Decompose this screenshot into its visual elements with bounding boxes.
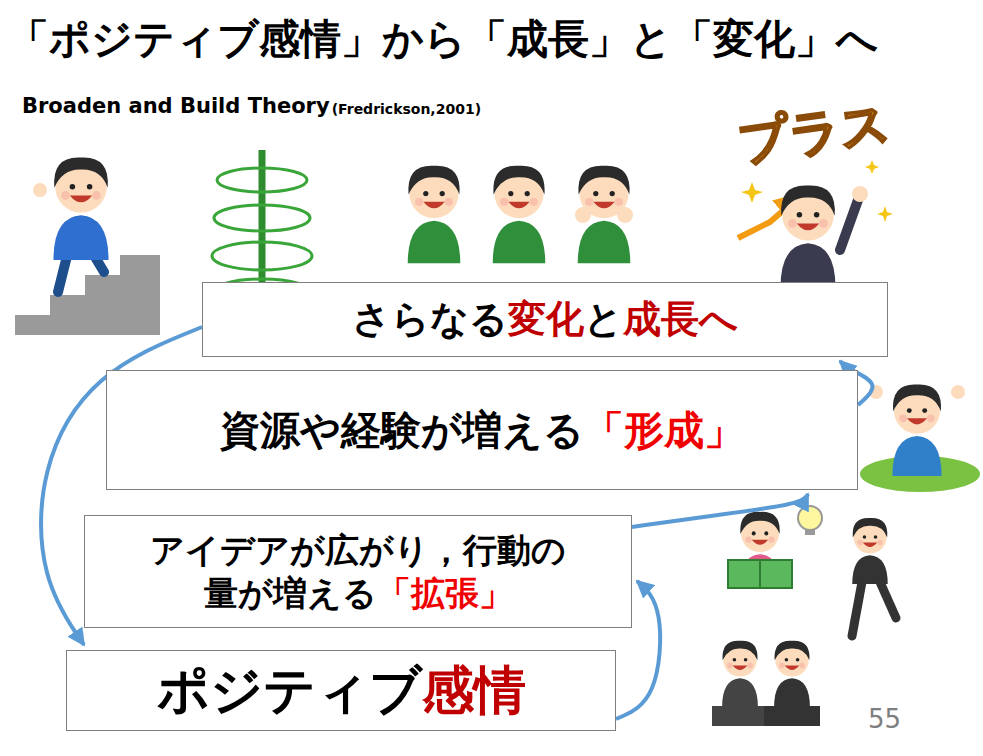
reading-woman <box>728 506 822 588</box>
jumping-boy <box>860 384 980 492</box>
box-text-part: ポジティブ <box>157 660 422 720</box>
box-text-part: 「形成」 <box>584 407 744 453</box>
box-text-part: 資源や経験が増える <box>220 407 584 453</box>
box-text: 資源や経験が増える「形成」 <box>220 405 744 455</box>
emotion-box: ポジティブ感情 <box>66 650 616 731</box>
box-text-part: さらなる <box>352 297 508 341</box>
subtitle: Broaden and Build Theory <box>22 94 330 118</box>
box-text-part: 「拡張」 <box>377 573 513 613</box>
box-text: アイデアが広がり，行動の量が増える「拡張」 <box>149 529 567 614</box>
formation-box: 資源や経験が増える「形成」 <box>106 370 858 490</box>
box-text-part: と <box>584 297 623 341</box>
citation: (Fredrickson,2001) <box>332 101 481 117</box>
expansion-box: アイデアが広がり，行動の量が増える「拡張」 <box>84 515 632 628</box>
cycle-arrow <box>632 494 808 527</box>
three-smiling-faces <box>408 166 633 264</box>
cheering-woman <box>738 160 893 288</box>
business-pair <box>712 641 820 726</box>
box-text-part: 感情 <box>422 660 526 720</box>
stair-climber <box>15 157 160 335</box>
box-text-part: 変化 <box>508 297 584 341</box>
box-text: さらなる変化と成長へ <box>352 296 738 344</box>
box-text: ポジティブ感情 <box>157 658 526 723</box>
title: 「ポジティブ感情」から「成長」と「変化」へ <box>8 12 878 67</box>
box-text-part: 成長へ <box>623 297 738 341</box>
running-woman <box>852 518 896 636</box>
page-number: 55 <box>868 704 901 734</box>
growth-box: さらなる変化と成長へ <box>202 282 888 357</box>
